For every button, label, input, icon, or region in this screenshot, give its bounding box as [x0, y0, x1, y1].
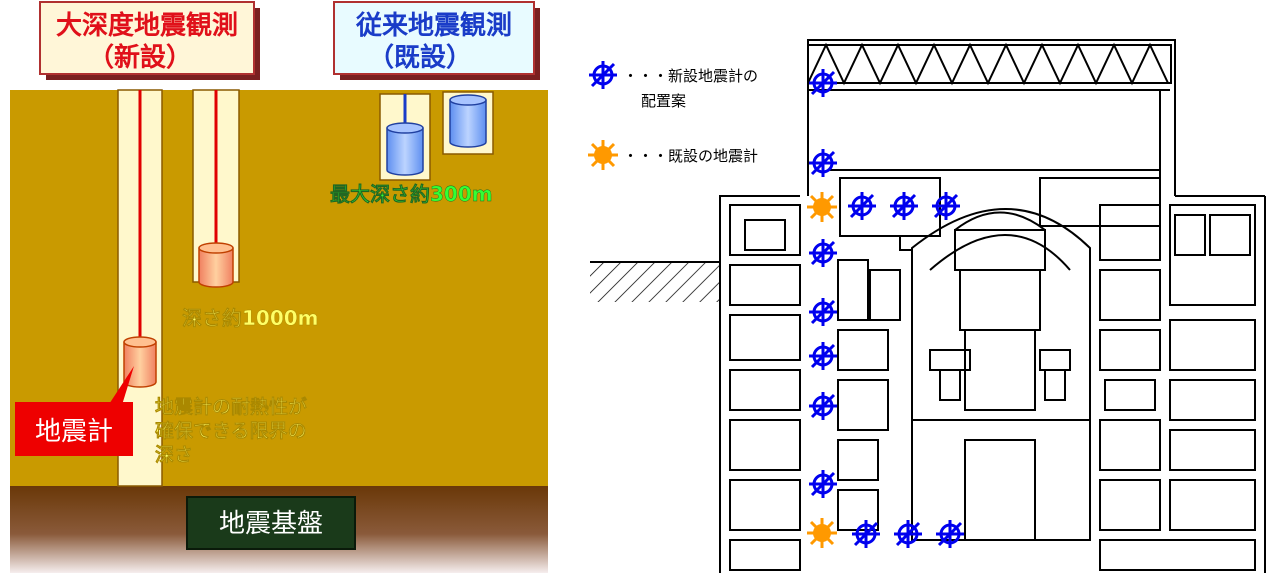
new-obs-title-line1: 大深度地震観測: [56, 10, 238, 41]
legend-new-line2: 配置案: [641, 92, 686, 110]
depth-label: 深さ約1000m: [182, 306, 319, 330]
existing-borehole-2: [442, 91, 494, 155]
medium-borehole: [192, 89, 240, 288]
old-observation-title: 従来地震観測 （既設）: [333, 1, 540, 80]
depth-note-line2: 確保できる限界の: [155, 419, 307, 442]
new-seismometer-markers: [807, 67, 966, 550]
building-section-diagram: ・・・新設地震計の 配置案 ・・・既設の地震計: [586, 39, 1266, 573]
new-obs-title-line2: （新設）: [88, 42, 192, 73]
new-seismometer-icon: [587, 59, 619, 91]
legend-new-line1: ・・・新設地震計の: [623, 67, 758, 85]
old-obs-title-line1: 従来地震観測: [355, 10, 512, 41]
legend: ・・・新設地震計の 配置案 ・・・既設の地震計: [586, 59, 758, 172]
legend-old-line1: ・・・既設の地震計: [623, 147, 758, 165]
max-depth-label: 最大深さ約300m: [330, 182, 493, 206]
depth-note-line3: 深さ: [155, 443, 193, 466]
existing-seismometer-icon: [586, 138, 620, 172]
building-outline: [590, 39, 1266, 573]
seismometer-callout-text: 地震計: [35, 417, 113, 447]
depth-note-line1: 地震計の耐熱性が: [155, 395, 307, 418]
bedrock-label: 地震基盤: [219, 509, 323, 539]
borehole-diagram: 大深度地震観測 （新設） 従来地震観測 （既設） 最大深さ約300m 深さ約10…: [10, 1, 548, 573]
new-observation-title: 大深度地震観測 （新設）: [39, 1, 260, 80]
bedrock-label-box: 地震基盤: [186, 496, 356, 550]
old-obs-title-line2: （既設）: [368, 42, 472, 73]
existing-borehole-1: [379, 93, 431, 181]
seismometer-callout: 地震計: [15, 366, 134, 456]
